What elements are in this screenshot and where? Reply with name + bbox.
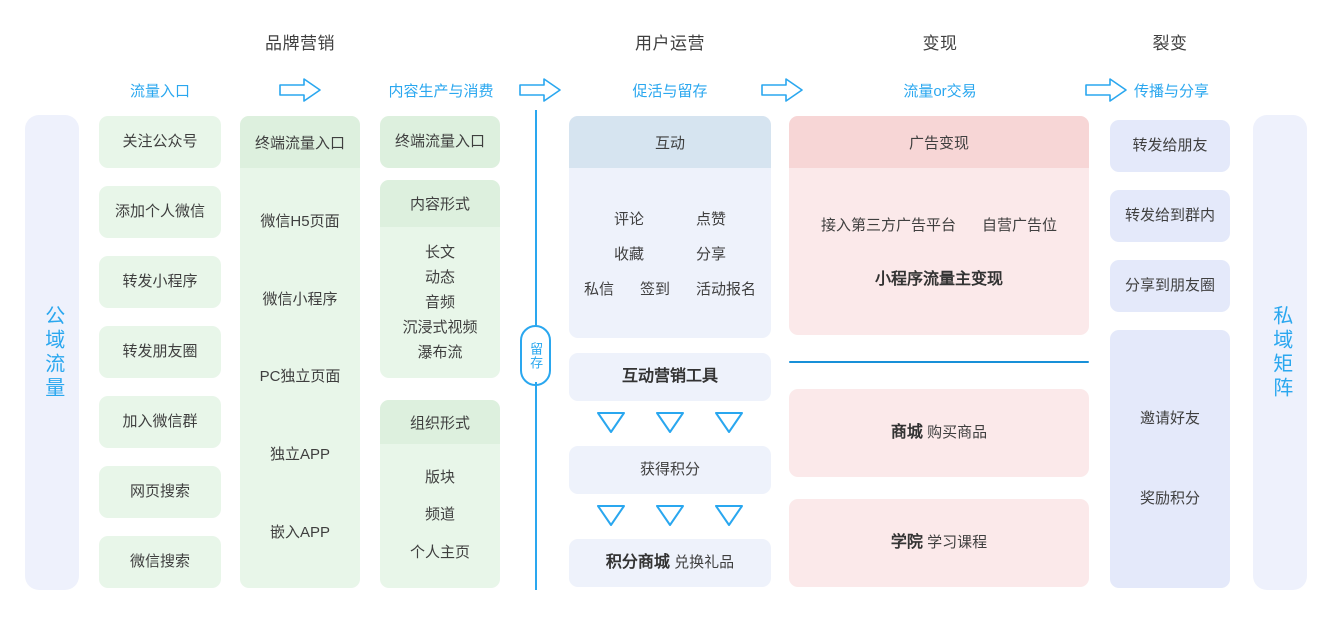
section-title-monetization: 变现	[922, 34, 958, 53]
shop-title: 商城	[890, 424, 923, 442]
right-arrow-icon	[1084, 77, 1128, 103]
list-item[interactable]: 沉浸式视频	[402, 319, 478, 336]
list-item[interactable]: PC独立页面	[259, 368, 341, 386]
list-item[interactable]: 转发朋友圈	[99, 326, 221, 378]
shop-subtitle: 购买商品	[927, 424, 988, 442]
retention-label: 留存	[528, 341, 544, 370]
right-arrow-icon	[760, 77, 804, 103]
list-item[interactable]: 独立APP	[269, 446, 330, 464]
list-item[interactable]: 微信小程序	[262, 290, 338, 308]
right-rail-label: 私域矩阵	[1269, 304, 1292, 401]
list-item[interactable]: 自营广告位	[982, 217, 1058, 234]
group-rewards: 邀请好友 奖励积分	[1110, 330, 1230, 588]
list-item[interactable]: 微信搜索	[99, 536, 221, 588]
list-item[interactable]: 频道	[424, 506, 455, 524]
group-header-terminal-traffic-entry-2: 终端流量入口	[380, 116, 500, 168]
triangle-down-icon	[654, 502, 686, 528]
retention-line-top	[535, 110, 537, 345]
stage-label-content-production: 内容生产与消费	[388, 83, 494, 100]
points-mall-title: 积分商城	[605, 554, 670, 572]
triangle-down-icon	[654, 409, 686, 435]
group-organization-form: 组织形式 版块 频道 个人主页	[380, 400, 500, 588]
list-item[interactable]: 嵌入APP	[269, 523, 330, 541]
group-content-form: 内容形式 长文 动态 音频 沉浸式视频 瀑布流	[380, 180, 500, 378]
list-item[interactable]: 音频	[424, 294, 455, 311]
list-item[interactable]: 小程序流量主变现	[874, 271, 1003, 288]
list-item[interactable]: 奖励积分	[1139, 490, 1200, 507]
list-item[interactable]: 接入第三方广告平台	[820, 217, 956, 234]
group-header: 组织形式	[380, 400, 500, 444]
list-item[interactable]: 活动报名	[696, 280, 757, 298]
list-item[interactable]: 个人主页	[409, 543, 470, 561]
list-item[interactable]: 瀑布流	[417, 344, 463, 361]
academy-subtitle: 学习课程	[927, 534, 988, 552]
right-arrow-icon	[278, 77, 322, 103]
list-item[interactable]: 动态	[424, 269, 455, 286]
academy-title: 学院	[890, 534, 923, 552]
list-item[interactable]: 分享	[696, 245, 727, 263]
list-item[interactable]: 签到	[639, 280, 670, 298]
list-item[interactable]: 微信H5页面	[260, 213, 340, 231]
triangle-down-icon	[713, 409, 745, 435]
group-ad-monetization: 广告变现 接入第三方广告平台 自营广告位 小程序流量主变现	[789, 116, 1089, 335]
left-rail-public-traffic: 公域流量	[25, 115, 79, 590]
stage-label-traffic-or-trade: 流量or交易	[903, 83, 977, 100]
list-item[interactable]: 长文	[424, 244, 455, 261]
list-item[interactable]: 版块	[424, 469, 455, 487]
left-rail-label: 公域流量	[41, 304, 64, 401]
group-header: 终端流量入口	[240, 116, 360, 168]
triangle-row-1	[581, 406, 759, 438]
list-item[interactable]: 评论	[613, 210, 644, 228]
group-header: 互动	[569, 116, 771, 168]
section-title-user-operation: 用户运营	[635, 34, 705, 53]
points-mall-subtitle: 兑换礼品	[674, 554, 735, 572]
stage-label-traffic-entry: 流量入口	[129, 83, 190, 100]
right-arrow-icon	[518, 77, 562, 103]
points-mall-card[interactable]: 积分商城 兑换礼品	[569, 539, 771, 587]
list-item[interactable]: 网页搜索	[99, 466, 221, 518]
list-item[interactable]: 转发小程序	[99, 256, 221, 308]
right-rail-private-matrix: 私域矩阵	[1253, 115, 1307, 590]
academy-card[interactable]: 学院 学习课程	[789, 499, 1089, 587]
list-item[interactable]: 私信	[583, 280, 614, 298]
group-interaction: 互动 评论 点赞 收藏 分享 私信 签到 活动报名	[569, 116, 771, 338]
stage-label-activation-retention: 促活与留存	[632, 83, 708, 100]
list-item[interactable]: 转发给朋友	[1110, 120, 1230, 172]
earn-points-card[interactable]: 获得积分	[569, 446, 771, 494]
marketing-tool-card[interactable]: 互动营销工具	[569, 353, 771, 401]
section-title-fission: 裂变	[1152, 34, 1188, 53]
group-terminal-traffic-entry: 终端流量入口 微信H5页面 微信小程序 PC独立页面 独立APP 嵌入APP	[240, 116, 360, 588]
section-title-brand-marketing: 品牌营销	[265, 34, 335, 53]
triangle-row-2	[581, 499, 759, 531]
stage-label-spread-share: 传播与分享	[1134, 83, 1210, 100]
list-item[interactable]: 点赞	[696, 210, 727, 228]
retention-pill: 留存	[520, 325, 551, 386]
retention-line-bottom	[535, 382, 537, 590]
list-item[interactable]: 关注公众号	[99, 116, 221, 168]
list-item[interactable]: 收藏	[613, 245, 644, 263]
list-item[interactable]: 转发给到群内	[1110, 190, 1230, 242]
triangle-down-icon	[713, 502, 745, 528]
triangle-down-icon	[595, 502, 627, 528]
group-header: 广告变现	[789, 116, 1089, 168]
list-item[interactable]: 加入微信群	[99, 396, 221, 448]
list-item[interactable]: 邀请好友	[1139, 410, 1200, 428]
triangle-down-icon	[595, 409, 627, 435]
group-header: 内容形式	[380, 180, 500, 227]
list-item[interactable]: 分享到朋友圈	[1110, 260, 1230, 312]
shop-card[interactable]: 商城 购买商品	[789, 389, 1089, 477]
list-item[interactable]: 添加个人微信	[99, 186, 221, 238]
monetization-divider	[789, 361, 1089, 363]
